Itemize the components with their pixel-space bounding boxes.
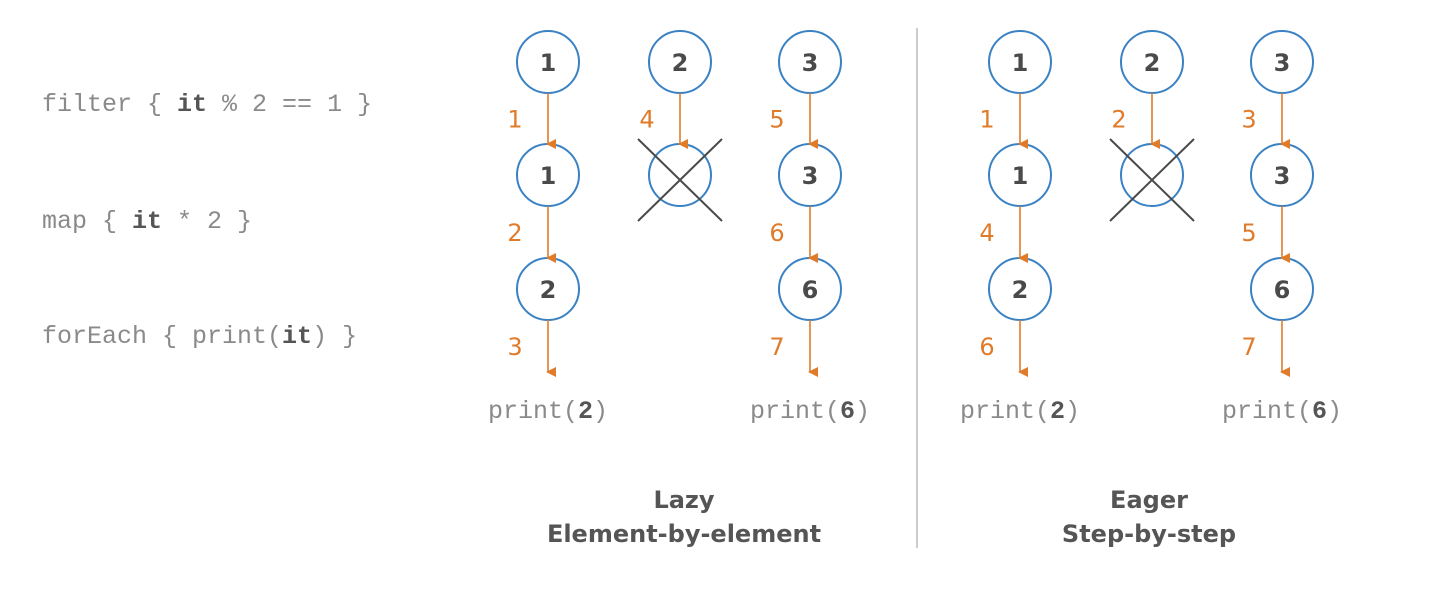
print-prefix: print( (1222, 397, 1312, 426)
print-prefix: print( (488, 397, 578, 426)
code-line: map { it * 2 } (42, 207, 252, 236)
panel-title: Lazy (653, 486, 715, 514)
node-value: 1 (540, 49, 557, 77)
node-value: 6 (1274, 276, 1291, 304)
code-keyword: it (282, 322, 313, 351)
print-suffix: ) (593, 397, 608, 426)
print-output: print(2) (960, 397, 1080, 426)
print-suffix: ) (855, 397, 870, 426)
panel-title: Eager (1110, 486, 1188, 514)
node-value: 3 (1274, 162, 1291, 190)
print-output: print(6) (1222, 397, 1342, 426)
code-text: map { (42, 207, 133, 236)
code-text: * 2 } (162, 207, 253, 236)
step-number: 3 (1241, 106, 1256, 134)
code-line: forEach { print(it) } (42, 322, 357, 351)
step-number: 2 (1111, 106, 1126, 134)
print-suffix: ) (1065, 397, 1080, 426)
node-value: 6 (802, 276, 819, 304)
print-prefix: print( (750, 397, 840, 426)
node-value: 2 (672, 49, 689, 77)
step-number: 2 (507, 219, 522, 247)
code-text: ) } (312, 322, 358, 351)
step-number: 7 (1241, 333, 1256, 361)
node-value: 2 (540, 276, 557, 304)
step-number: 6 (769, 219, 784, 247)
cross-icon (1109, 138, 1195, 222)
node-value: 3 (1274, 49, 1291, 77)
code-keyword: it (132, 207, 163, 236)
node-value: 1 (1012, 49, 1029, 77)
node-value: 2 (1144, 49, 1161, 77)
element-node (1120, 143, 1184, 207)
cross-icon (637, 138, 723, 222)
node-value: 3 (802, 49, 819, 77)
step-number: 5 (1241, 219, 1256, 247)
panel-subtitle: Element-by-element (546, 520, 822, 548)
print-suffix: ) (1327, 397, 1342, 426)
code-text: % 2 == 1 } (207, 90, 373, 119)
print-prefix: print( (960, 397, 1050, 426)
print-output: print(6) (750, 397, 870, 426)
step-number: 5 (769, 106, 784, 134)
panel-subtitle: Step-by-step (1061, 520, 1237, 548)
code-line: filter { it % 2 == 1 } (42, 90, 372, 119)
code-text: forEach { print( (42, 322, 283, 351)
node-value: 3 (802, 162, 819, 190)
step-number: 3 (507, 333, 522, 361)
code-text: filter { (42, 90, 178, 119)
step-number: 4 (639, 106, 654, 134)
step-number: 7 (769, 333, 784, 361)
print-value: 2 (1050, 397, 1065, 426)
node-value: 1 (1012, 162, 1029, 190)
step-number: 6 (979, 333, 994, 361)
print-value: 6 (1312, 397, 1327, 426)
code-keyword: it (177, 90, 208, 119)
panel-title-eager: Eager Step-by-step (949, 483, 1349, 551)
print-output: print(2) (488, 397, 608, 426)
step-number: 4 (979, 219, 994, 247)
print-value: 2 (578, 397, 593, 426)
print-value: 6 (840, 397, 855, 426)
panel-title-lazy: Lazy Element-by-element (484, 483, 884, 551)
node-value: 1 (540, 162, 557, 190)
element-node (648, 143, 712, 207)
step-number: 1 (507, 106, 522, 134)
node-value: 2 (1012, 276, 1029, 304)
step-number: 1 (979, 106, 994, 134)
